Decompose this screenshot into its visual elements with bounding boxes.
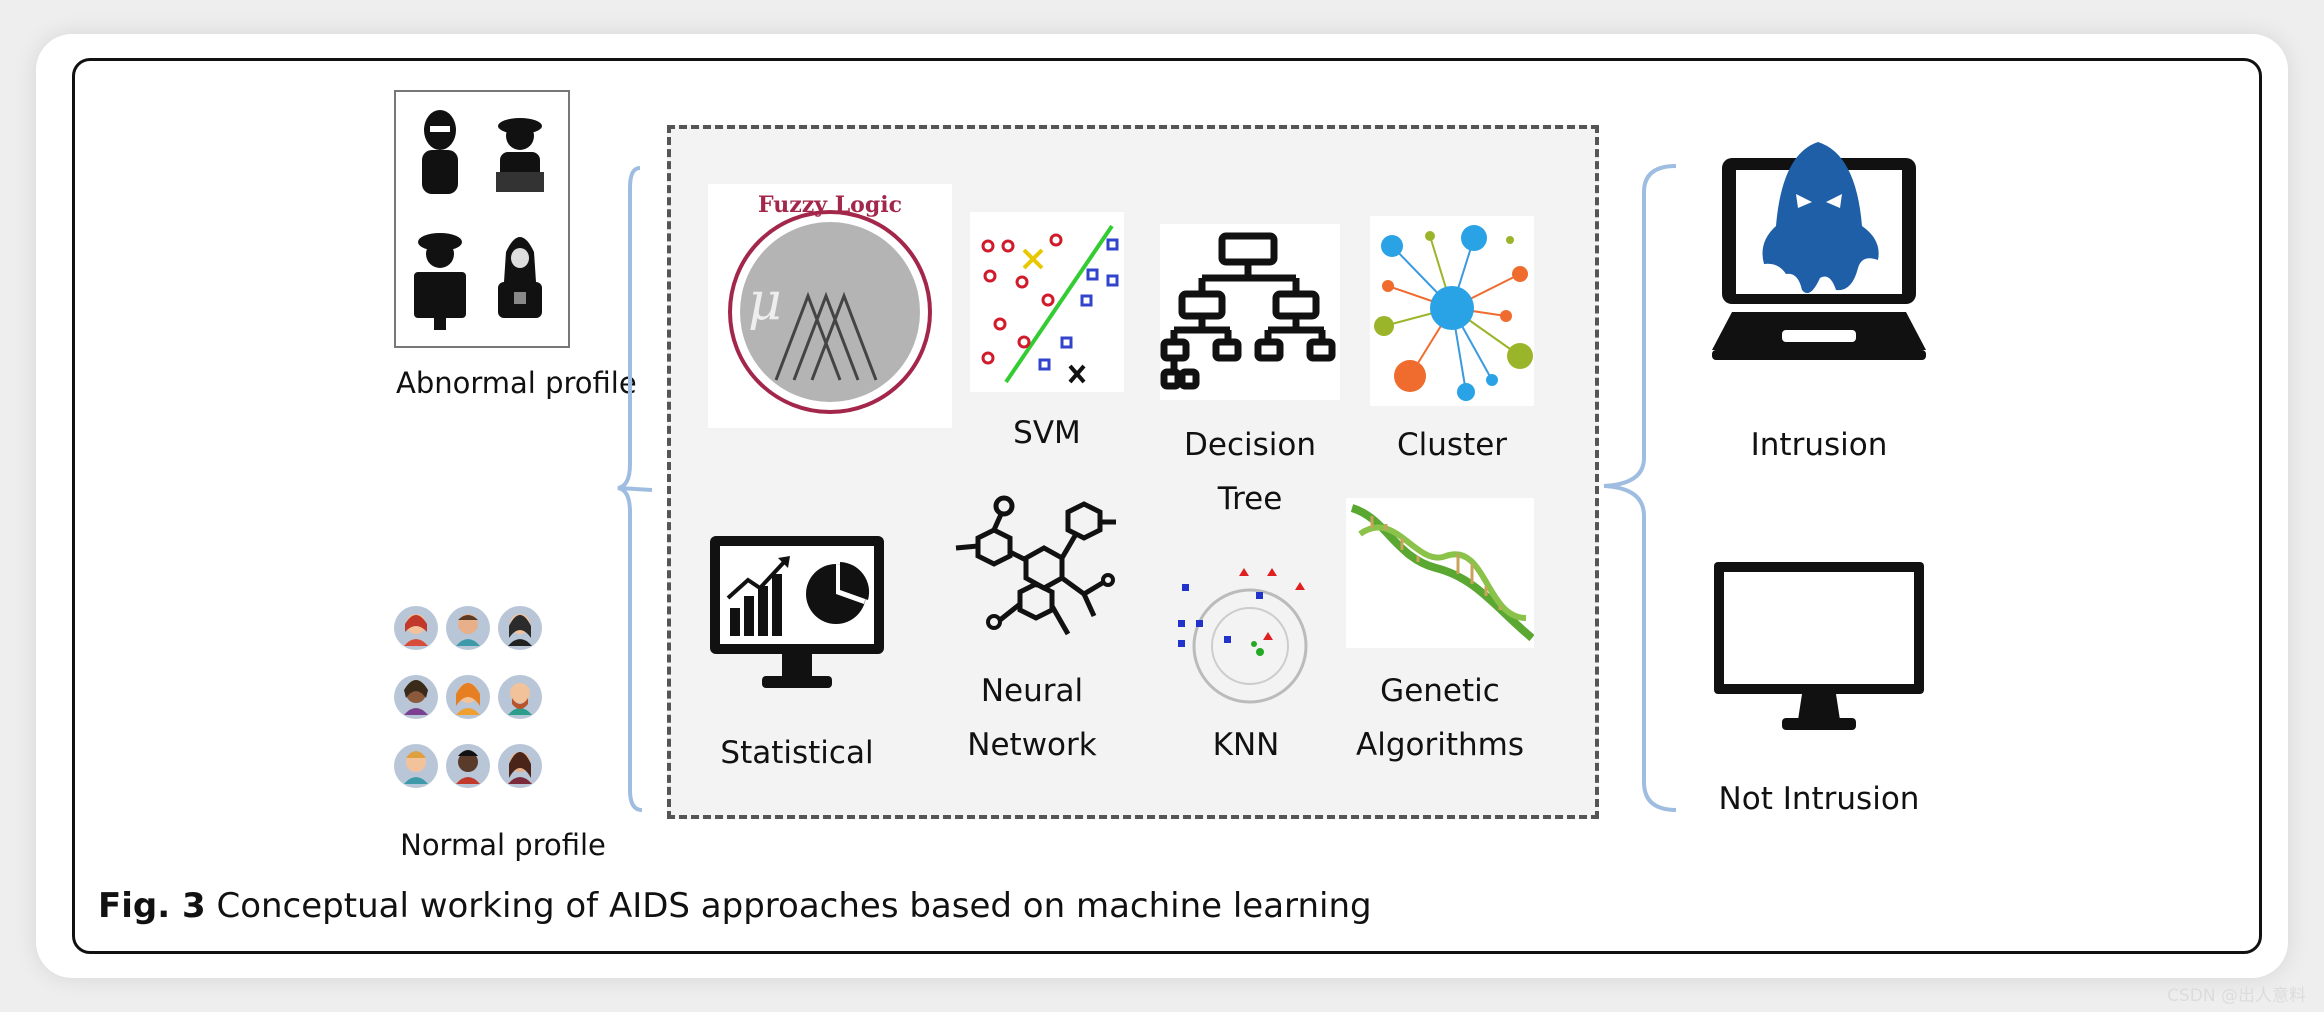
dna-icon: [1350, 504, 1535, 642]
intrusion-panel: [1712, 124, 1926, 394]
watermark: CSDN @出人意料: [2167, 986, 2306, 1006]
intrusion-label: Intrusion: [1750, 427, 1888, 463]
statistical-label: Statistical: [720, 735, 874, 771]
figure-caption: Fig. 3 Conceptual working of AIDS approa…: [98, 886, 1372, 926]
avatar-icon: [394, 606, 542, 788]
cluster-label: Cluster: [1396, 427, 1508, 463]
decision-tree-panel: [1160, 224, 1340, 400]
left-brace-icon: [617, 166, 653, 812]
fuzzy-logic-icon: [728, 210, 932, 414]
genetic-panel: [1346, 498, 1535, 648]
neural-network-icon: [955, 495, 1116, 636]
normal-profile-avatars: [392, 598, 544, 796]
decision-tree-label-line2: Tree: [1217, 481, 1283, 517]
neural-network-label-line1: Neural: [980, 673, 1084, 709]
fuzzy-mu-symbol: μ: [748, 272, 782, 332]
svm-icon: [981, 224, 1119, 384]
ghost-icon: [1762, 142, 1879, 294]
not-intrusion-panel: [1712, 560, 1926, 738]
not-intrusion-label: Not Intrusion: [1718, 781, 1920, 817]
svm-label: SVM: [1013, 415, 1081, 451]
normal-profile-label: Normal profile: [400, 828, 606, 862]
abnormal-profile-panel: [394, 90, 570, 348]
knn-panel: [1170, 560, 1322, 706]
svm-panel: [970, 212, 1124, 392]
fuzzy-logic-panel: Fuzzy Logic μ: [708, 184, 952, 428]
chart-icon: [710, 536, 884, 688]
fuzzy-logic-title: Fuzzy Logic: [758, 192, 902, 218]
statistical-panel: [706, 532, 888, 696]
knn-icon: [1178, 568, 1308, 704]
decision-tree-label-line1: Decision: [1184, 427, 1316, 463]
monitor-icon: [1714, 562, 1924, 730]
neural-network-panel: [944, 494, 1120, 644]
figure-caption-text: Conceptual working of AIDS approaches ba…: [205, 886, 1372, 926]
knn-label: KNN: [1212, 727, 1280, 763]
right-brace-icon: [1603, 164, 1677, 812]
hacker-icon: [414, 110, 544, 330]
genetic-label-line1: Genetic: [1380, 673, 1500, 709]
cluster-icon: [1374, 225, 1533, 401]
cluster-panel: [1370, 216, 1534, 406]
figure-number: Fig. 3: [98, 886, 206, 926]
genetic-label-line2: Algorithms: [1356, 727, 1524, 763]
abnormal-profile-label: Abnormal profile: [396, 366, 637, 400]
tree-icon: [1160, 232, 1336, 390]
laptop-icon: [1712, 142, 1926, 360]
neural-network-label-line2: Network: [967, 727, 1097, 763]
